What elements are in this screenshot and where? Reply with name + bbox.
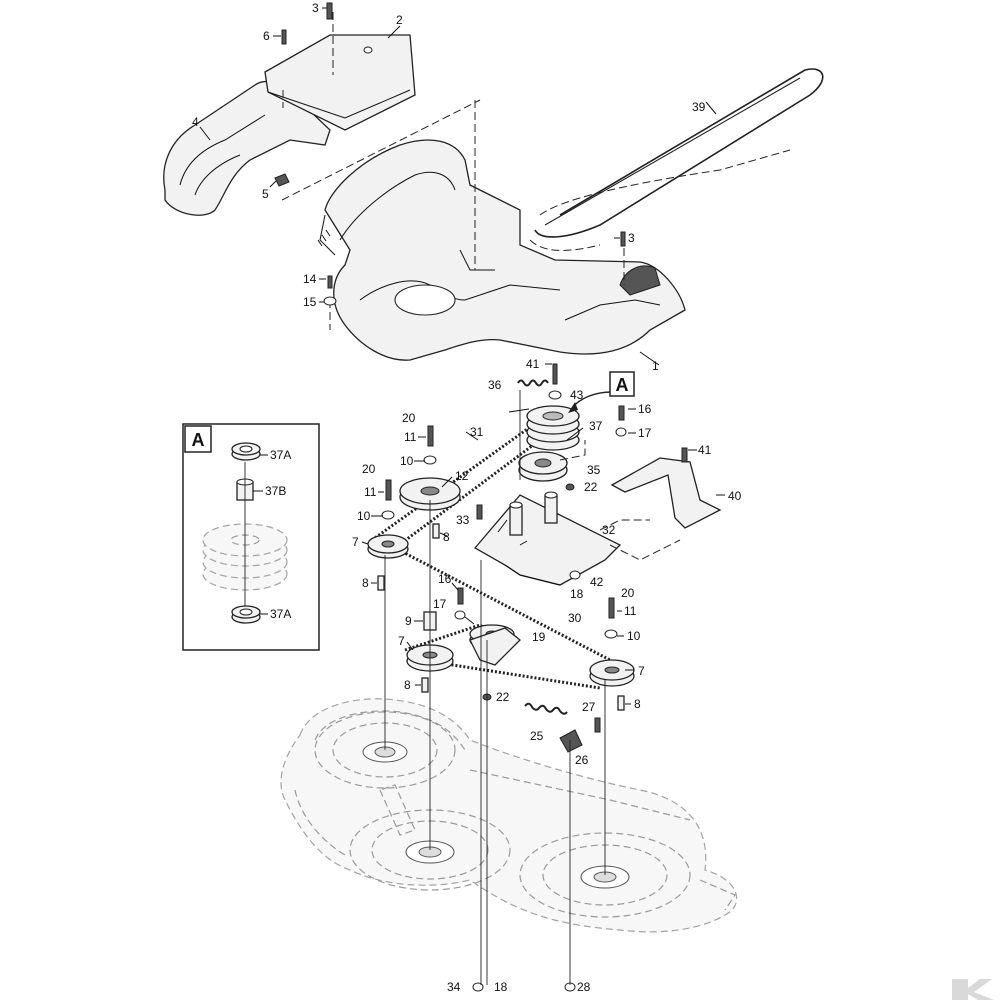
callout-34: 34 <box>447 980 461 994</box>
callout-37: 37 <box>589 419 603 433</box>
bearing-37a-top <box>231 442 261 461</box>
callout-16-a: 16 <box>638 402 652 416</box>
callout-43: 43 <box>570 388 584 402</box>
callout-11-b: 11 <box>364 485 377 499</box>
callout-30: 30 <box>568 611 582 625</box>
callout-20-b: 20 <box>362 462 376 476</box>
label-37a-top: 37A <box>270 448 291 462</box>
callout-1: 1 <box>652 359 659 373</box>
callout-10-b: 10 <box>357 509 371 523</box>
callout-7-a: 7 <box>352 535 359 549</box>
callout-40: 40 <box>728 489 742 503</box>
callout-22-b: 22 <box>496 690 510 704</box>
belt-39 <box>534 68 824 238</box>
callout-41-b: 41 <box>526 357 540 371</box>
label-37b: 37B <box>265 484 286 498</box>
bracket-26 <box>559 729 583 753</box>
callout-31: 31 <box>470 425 484 439</box>
leader-lines <box>199 7 725 705</box>
callout-22-a: 22 <box>584 480 598 494</box>
clip <box>274 173 290 187</box>
callout-14: 14 <box>303 272 317 286</box>
arm-40 <box>610 457 722 529</box>
pulley-7-a <box>367 534 409 559</box>
callout-20-a: 20 <box>402 411 416 425</box>
callout-7-c: 7 <box>638 664 645 678</box>
top-cover-assembly <box>163 34 686 361</box>
callout-11-c: 11 <box>624 604 637 618</box>
belt-31 <box>371 418 561 550</box>
callout-17-b: 17 <box>433 597 447 611</box>
spring-36 <box>517 379 549 387</box>
callout-9: 9 <box>405 614 412 628</box>
callout-labels: 1 2 3 3 4 5 6 7 7 7 7 8 8 8 8 9 10 10 10… <box>192 1 742 994</box>
callout-8-a: 8 <box>443 530 450 544</box>
callout-36: 36 <box>488 378 502 392</box>
callout-41-a: 41 <box>698 443 712 457</box>
callout-33: 33 <box>456 513 470 527</box>
pulley-19 <box>469 624 521 666</box>
callout-20-c: 20 <box>621 586 635 600</box>
pulley-35 <box>518 451 568 482</box>
pulley-37 <box>526 405 580 451</box>
brand-logo <box>952 979 994 1000</box>
callout-5: 5 <box>262 187 269 201</box>
detail-ref-a: A <box>609 371 635 397</box>
spring-25 <box>524 702 568 715</box>
callout-28: 28 <box>577 980 591 994</box>
callout-8-d: 8 <box>634 697 641 711</box>
callout-18-b: 18 <box>494 980 508 994</box>
callout-8-c: 8 <box>404 678 411 692</box>
callout-26: 26 <box>575 753 589 767</box>
detail-box-title: A <box>192 430 205 450</box>
callout-25: 25 <box>530 729 544 743</box>
callout-16-b: 16 <box>438 572 452 586</box>
callout-2: 2 <box>396 13 403 27</box>
callout-10-c: 10 <box>627 629 641 643</box>
callout-18-a: 18 <box>570 587 584 601</box>
callout-35: 35 <box>587 463 601 477</box>
callout-39: 39 <box>692 100 706 114</box>
callout-3-right: 3 <box>628 231 635 245</box>
callout-10-a: 10 <box>400 454 414 468</box>
callout-32: 32 <box>602 523 616 537</box>
bearing-37a-bottom <box>231 605 261 624</box>
cover-grille <box>317 229 331 247</box>
detail-box-a: A 37A 37B 37A <box>182 423 320 651</box>
deck-spindle-center <box>405 840 455 864</box>
callout-19: 19 <box>532 630 546 644</box>
label-37a-bottom: 37A <box>270 607 291 621</box>
callout-4: 4 <box>192 115 199 129</box>
callout-15: 15 <box>303 295 317 309</box>
callout-7-b: 7 <box>398 634 405 648</box>
pulley-7-c <box>589 659 635 687</box>
fasteners <box>281 2 688 992</box>
callout-8-b: 8 <box>362 576 369 590</box>
callout-12: 12 <box>455 469 469 483</box>
callout-42: 42 <box>590 575 604 589</box>
callout-17-a: 17 <box>638 426 652 440</box>
fender-left <box>163 80 331 216</box>
callout-27: 27 <box>582 700 596 714</box>
mower-deck <box>280 698 738 933</box>
detail-ref-label: A <box>616 375 629 395</box>
callout-3-top: 3 <box>312 1 319 15</box>
callout-11-a: 11 <box>404 430 417 444</box>
callout-6: 6 <box>263 29 270 43</box>
pulley-system <box>281 2 722 992</box>
